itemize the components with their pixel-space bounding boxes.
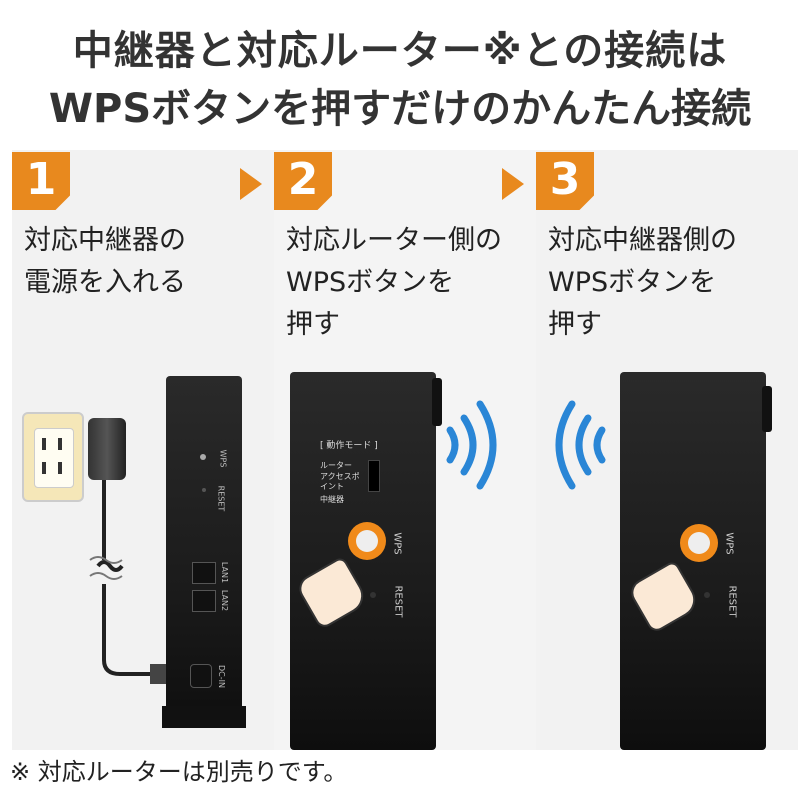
mode-router-label: ルーター (320, 461, 352, 470)
step-1-badge: 1 (12, 152, 70, 210)
router-device: [ 動作モード ] ルーター アクセスポイント 中継器 WPS RESET (290, 372, 442, 750)
wps-label: WPS (391, 532, 403, 555)
mode-switch[interactable] (368, 460, 380, 492)
repeater-device: WPS RESET (620, 372, 772, 750)
wps-label: WPS (723, 532, 735, 555)
step-3-badge: 3 (536, 152, 594, 210)
lan1-port (192, 562, 216, 584)
signal-wave-left-icon (555, 400, 606, 490)
repeater-device-side: WPS RESET LAN1 LAN2 DC-IN (162, 376, 246, 728)
step-3-text: 対応中継器側の WPSボタンを 押す (548, 220, 788, 346)
step-2-line-2: WPSボタンを (286, 267, 455, 298)
mode-title: [ 動作モード ] (320, 441, 378, 451)
mode-repeater-label: 中継器 (320, 495, 344, 504)
step-1-text: 対応中継器の 電源を入れる (24, 220, 264, 304)
lan2-label: LAN2 (220, 589, 230, 612)
step-2-badge: 2 (274, 152, 332, 210)
step-1-number: 1 (25, 154, 57, 205)
footnote: ※ 対応ルーターは別売りです。 (10, 758, 348, 786)
step-2-line-1: 対応ルーター側の (286, 225, 502, 256)
lan1-label: LAN1 (220, 561, 230, 584)
step-3-line-2: WPSボタンを (548, 267, 717, 298)
wps-button[interactable] (680, 524, 718, 562)
wps-label: WPS (218, 449, 228, 468)
headline-line-1: 中継器と対応ルーター※との接続は (72, 28, 728, 74)
ac-adapter-icon (88, 418, 126, 480)
step-3-line-1: 対応中継器側の (548, 225, 737, 256)
step-1-line-1: 対応中継器の (24, 225, 186, 256)
power-outlet-icon (22, 412, 84, 502)
step-2-line-3: 押す (286, 309, 340, 340)
mode-ap-label: アクセスポイント (320, 472, 360, 491)
dc-in-label: DC-IN (216, 665, 226, 688)
step-arrow-icon (240, 168, 262, 200)
headline: 中継器と対応ルーター※との接続は WPSボタンを押すだけのかんたん接続 (0, 0, 800, 150)
headline-line-2: WPSボタンを押すだけのかんたん接続 (48, 86, 752, 132)
signal-wave-right-icon (446, 400, 497, 490)
step-1-line-2: 電源を入れる (24, 267, 186, 298)
step-2-number: 2 (287, 154, 319, 205)
reset-label: RESET (216, 485, 226, 512)
wps-button[interactable] (348, 522, 386, 560)
dc-in-port (190, 664, 212, 688)
step-2-text: 対応ルーター側の WPSボタンを 押す (286, 220, 526, 346)
step-3-number: 3 (549, 154, 581, 205)
reset-label: RESET (726, 585, 738, 618)
step-arrow-icon (502, 168, 524, 200)
lan2-port (192, 590, 216, 612)
reset-label: RESET (392, 585, 404, 618)
step-3-line-3: 押す (548, 309, 602, 340)
